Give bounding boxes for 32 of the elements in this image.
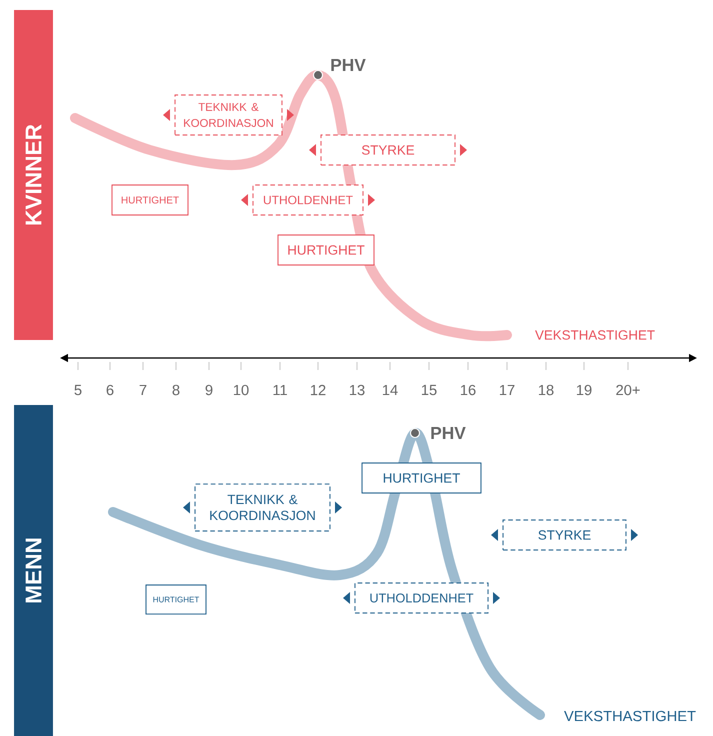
tick-label: 7 (140, 384, 146, 396)
age-window-box: UTHOLDDENHET (343, 582, 500, 614)
tick-label: 8 (172, 384, 180, 396)
tick-label: 19 (576, 384, 592, 396)
tick-label: 6 (106, 384, 114, 396)
peak-label: PHV (431, 427, 466, 439)
tick-label: 18 (538, 384, 554, 396)
age-window-box: TEKNIKK & KOORDINASJON (183, 484, 342, 532)
tick-label: 16 (460, 384, 476, 396)
tick-label: 11 (274, 384, 287, 396)
tick-label: 9 (206, 384, 212, 396)
tick-label: 15 (422, 384, 437, 396)
training-box: HURTIGHET (146, 584, 206, 614)
title-band: KVINNER (14, 10, 53, 340)
training-box: HURTIGHET (278, 234, 374, 266)
training-box: HURTIGHET (362, 462, 482, 494)
tick-label: 17 (500, 384, 514, 396)
age-window-box: STYRKE (309, 134, 467, 166)
title-band: MENN (14, 405, 53, 736)
age-window-box: UTHOLDENHET (241, 184, 375, 216)
tick-label: 20+ (616, 384, 640, 396)
curve-label: VEKSTHASTIGHET (535, 330, 655, 340)
curve-label: VEKSTHASTIGHET (564, 710, 696, 722)
tick-label: 13 (350, 384, 364, 396)
tick-label: 12 (310, 384, 326, 396)
peak-label: PHV (331, 59, 366, 71)
tick-label: 14 (382, 384, 398, 396)
age-window-box: STYRKE (491, 520, 638, 550)
tick-label: 10 (234, 384, 249, 396)
age-window-box: TEKNIKK & KOORDINASJON (163, 94, 294, 136)
training-box: HURTIGHET (112, 184, 188, 216)
tick-label: 5 (74, 384, 82, 396)
